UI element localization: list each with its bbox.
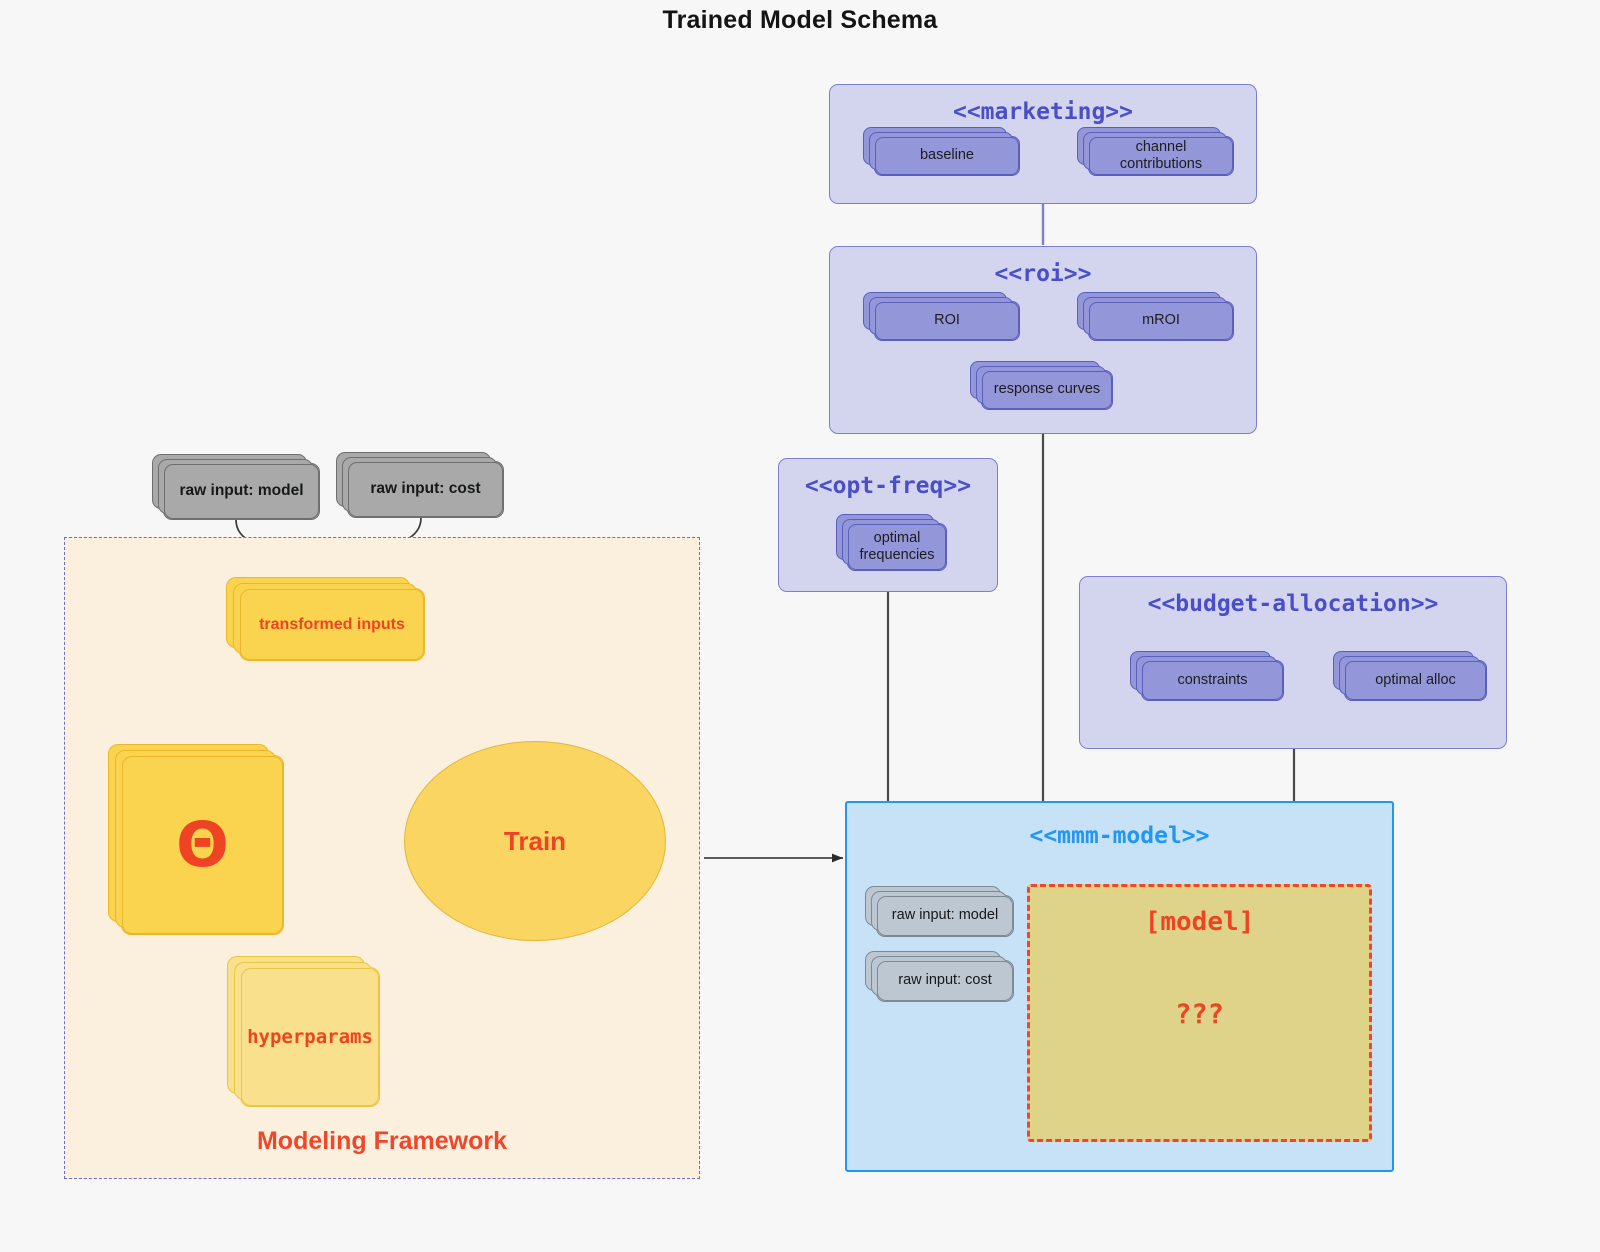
node-face	[877, 961, 1013, 1001]
node-mroi[interactable]: mROI	[1077, 292, 1234, 341]
package-roi-title: <<roi>>	[994, 261, 1092, 287]
node-face	[1089, 302, 1233, 340]
node-label: optimal alloc	[1375, 671, 1456, 688]
node-optimal-alloc[interactable]: optimal alloc	[1333, 651, 1487, 701]
hyperparams-card[interactable]: hyperparams	[227, 956, 380, 1107]
theta-symbol: Θ	[176, 807, 229, 881]
node-face	[1089, 137, 1233, 175]
train-label: Train	[503, 825, 567, 856]
node-label: baseline	[919, 147, 974, 164]
node-face	[122, 756, 283, 934]
node-constraints[interactable]: constraints	[1130, 651, 1284, 701]
node-label: transformed inputs	[259, 615, 405, 633]
theta-card[interactable]: Θ	[108, 744, 284, 935]
node-baseline[interactable]: baseline	[863, 127, 1020, 176]
node-face	[240, 589, 424, 660]
model-label: [model]	[1144, 907, 1255, 937]
node-label: hyperparams	[247, 1025, 373, 1048]
node-face	[164, 464, 319, 519]
mmm-raw-input-cost[interactable]: raw input: cost	[865, 951, 1014, 1002]
package-marketing-title: <<marketing>>	[952, 99, 1133, 125]
package-marketing[interactable]: <<marketing>> baseline channel contribut…	[829, 84, 1257, 204]
raw-input-model-card[interactable]: raw input: model	[152, 454, 320, 520]
raw-input-cost-card[interactable]: raw input: cost	[336, 452, 504, 518]
node-face	[1142, 661, 1283, 700]
node-face	[848, 524, 946, 570]
node-label: constraints	[1177, 671, 1248, 688]
node-response-curves[interactable]: response curves	[970, 361, 1113, 410]
node-face	[1345, 661, 1486, 700]
model-unknown-body: ???	[1175, 999, 1224, 1030]
package-budget-allocation-title: <<budget-allocation>>	[1147, 591, 1439, 617]
node-label-line2: frequencies	[859, 547, 935, 563]
node-channel-contributions[interactable]: channel contributions	[1077, 127, 1234, 176]
node-label: raw input: model	[179, 482, 304, 500]
node-label: mROI	[1142, 312, 1180, 329]
modeling-framework-label: Modeling Framework	[256, 1127, 508, 1155]
node-label: channel contributions	[1119, 138, 1203, 172]
node-roi[interactable]: ROI	[863, 292, 1020, 341]
page-title: Trained Model Schema	[662, 6, 938, 34]
node-label: ROI	[934, 312, 960, 329]
node-label: raw input: cost	[898, 972, 992, 989]
package-opt-freq[interactable]: <<opt-freq>> optimal frequencies	[778, 458, 998, 592]
node-face	[982, 371, 1112, 409]
package-opt-freq-title: <<opt-freq>>	[804, 473, 972, 499]
package-budget-allocation[interactable]: <<budget-allocation>> constraints optima…	[1079, 576, 1507, 749]
model-placeholder-box[interactable]: [model] ???	[1027, 884, 1372, 1142]
node-label-line1: optimal	[873, 529, 921, 546]
train-node[interactable]: Train	[404, 741, 666, 941]
package-mmm-model-title: <<mmm-model>>	[1029, 823, 1210, 849]
mmm-raw-input-model[interactable]: raw input: model	[865, 886, 1014, 937]
node-face	[348, 462, 503, 517]
node-face	[875, 302, 1019, 340]
node-face	[877, 896, 1013, 936]
node-face	[875, 137, 1019, 175]
package-roi[interactable]: <<roi>> ROI mROI response curves	[829, 246, 1257, 434]
transformed-inputs-card[interactable]: transformed inputs	[226, 577, 425, 661]
node-label: raw input: model	[891, 907, 999, 924]
package-mmm-model[interactable]: <<mmm-model>> raw input: model raw input…	[845, 801, 1394, 1172]
node-optimal-frequencies[interactable]: optimal frequencies	[836, 514, 947, 571]
node-label: response curves	[993, 381, 1101, 398]
node-label: raw input: cost	[370, 480, 481, 498]
node-face	[241, 968, 379, 1106]
